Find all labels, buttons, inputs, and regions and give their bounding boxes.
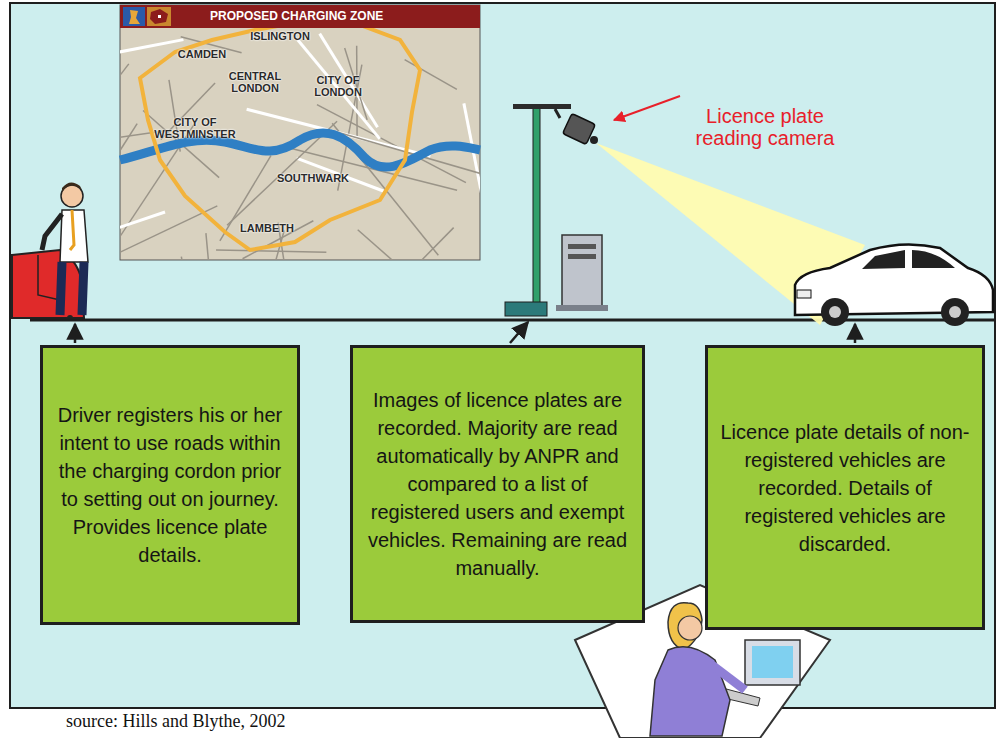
map-title: PROPOSED CHARGING ZONE: [210, 9, 450, 23]
road-line: [30, 319, 995, 322]
step-text: Images of licence plates are recorded. M…: [365, 386, 630, 582]
camera-gantry: [505, 104, 865, 325]
process-box: Images of licence plates are recorded. M…: [350, 345, 645, 623]
computer-tower: [556, 235, 608, 311]
car: [795, 244, 993, 326]
leader-arrow: [74, 324, 77, 343]
leader-arrow: [854, 324, 857, 343]
map-place: CAMDEN: [172, 48, 232, 60]
london-map: [0, 5, 522, 351]
leader-arrow: [510, 322, 528, 343]
map-place: LAMBETH: [232, 222, 302, 234]
process-box: Driver registers his or her intent to us…: [40, 345, 300, 625]
step-text: Driver registers his or her intent to us…: [55, 401, 285, 569]
map-place: CITY OF WESTMINSTER: [150, 116, 240, 140]
pointer-arrow: [614, 96, 680, 120]
process-box: Licence plate details of non-registered …: [705, 345, 985, 630]
background-panel: [10, 3, 995, 708]
map-place: CITY OF LONDON: [308, 74, 368, 98]
driver-figure: [12, 182, 88, 321]
step-text: Licence plate details of non-registered …: [720, 418, 970, 558]
source-caption: source: Hills and Blythe, 2002: [66, 711, 285, 732]
map-place: CENTRAL LONDON: [222, 70, 288, 94]
map-place: ISLINGTON: [240, 30, 320, 42]
camera-label: Licence plate reading camera: [680, 105, 850, 149]
map-place: SOUTHWARK: [268, 172, 358, 184]
